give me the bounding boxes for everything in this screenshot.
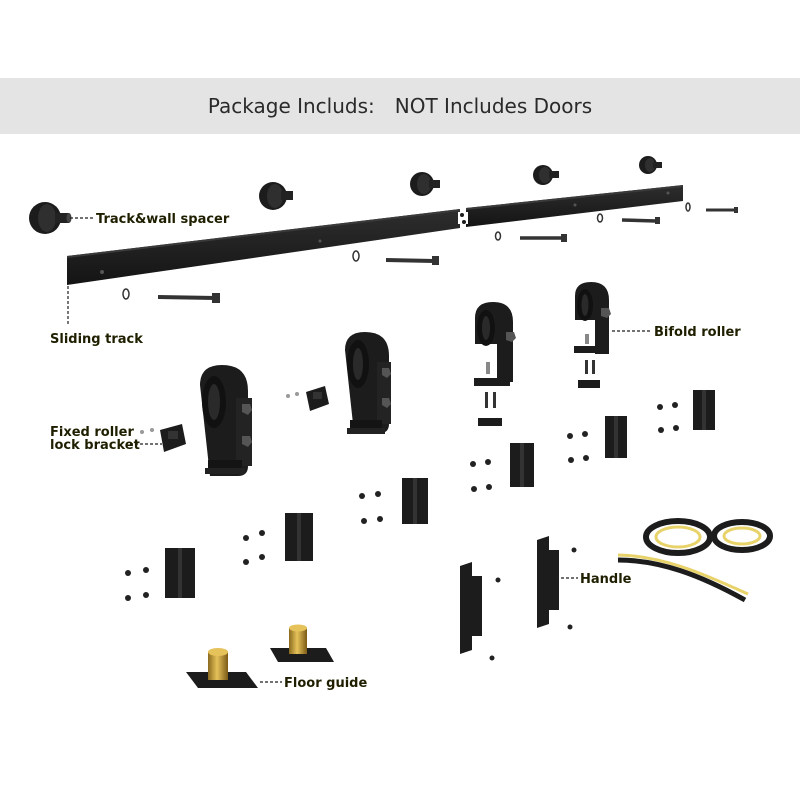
label-track-wall-spacer: Track&wall spacer [96,212,230,227]
wall-spacer [533,165,559,185]
roller-large-right [345,332,391,434]
floor-guide [186,648,258,688]
roller-large-left [200,365,252,476]
package-includes-text: Package Includs: [207,94,375,118]
hinge [243,513,313,565]
floor-guide [270,624,334,662]
bifold-roller-right [574,282,611,388]
lock-bracket [140,424,186,452]
label-sliding-track: Sliding track [50,332,143,347]
hinge [470,443,534,492]
hinge [125,548,195,601]
handle-right [537,536,577,630]
seal-tape [617,518,773,603]
wall-spacer [410,172,440,196]
label-floor-guide: Floor guide [284,676,367,691]
wall-spacer [29,202,72,234]
bolts-and-washers [122,202,738,303]
label-fixed-roller: Fixed roller [50,425,134,440]
bifold-roller-left [474,302,516,426]
wall-spacer-group [29,156,662,234]
hinge-set [125,390,715,601]
label-bifold-roller: Bifold roller [654,325,741,340]
hinge [567,416,627,463]
hinge [359,478,428,524]
label-handle: Handle [580,572,632,587]
not-includes-doors-text: NOT Includes Doors [394,94,593,118]
handle-left [460,562,501,661]
hinge [657,390,715,433]
package-banner: Package Includs: NOT Includes Doors [0,78,800,134]
label-lock-bracket: lock bracket [50,438,140,453]
lock-bracket [286,386,329,411]
wall-spacer [259,182,293,210]
wall-spacer [639,156,662,174]
sliding-track [67,185,683,285]
